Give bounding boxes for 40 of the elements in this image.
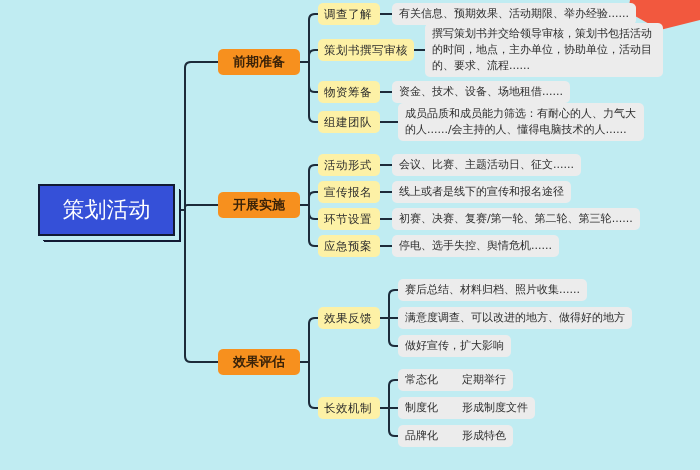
- detail-box: 制度化 形成制度文件: [398, 397, 536, 419]
- subtopic-box: 宣传报名: [318, 181, 380, 203]
- connector-line: [380, 317, 398, 347]
- subtopic-box: 物资筹备: [318, 81, 380, 103]
- subtopic-box: 组建团队: [318, 111, 380, 133]
- connector-line: [380, 13, 392, 15]
- subtopic-box: 效果反馈: [318, 307, 380, 329]
- detail-box: 会议、比赛、主题活动日、征文......: [392, 154, 581, 176]
- detail-box: 初赛、决赛、复赛/第一轮、第二轮、第三轮......: [392, 208, 640, 230]
- subtopic-box: 环节设置: [318, 208, 380, 230]
- detail-box: 有关信息、预期效果、活动期限、举办经验......: [392, 3, 636, 25]
- connector-line: [380, 191, 392, 193]
- branch-box: 开展实施: [218, 192, 300, 218]
- subtopic-box: 活动形式: [318, 154, 380, 176]
- connector-line: [380, 121, 398, 123]
- detail-box: 做好宣传，扩大影响: [398, 335, 511, 357]
- detail-box: 赛后总结、材料归档、照片收集......: [398, 279, 587, 301]
- detail-box: 资金、技术、设备、场地租借......: [392, 81, 570, 103]
- connector-line: [380, 91, 392, 93]
- detail-box: 满意度调查、可以改进的地方、做得好的地方: [398, 307, 632, 329]
- connector-line: [380, 245, 392, 247]
- detail-box: 成员品质和成员能力筛选：有耐心的人、力气大的人....../会主持的人、懂得电脑技术的人......: [398, 103, 644, 141]
- subtopic-box: 应急预案: [318, 235, 380, 257]
- connector-line: [414, 49, 425, 51]
- detail-box: 线上或者是线下的宣传和报名途径: [392, 181, 571, 203]
- connector-line: [380, 164, 392, 166]
- connector-line: [380, 407, 398, 437]
- detail-box: 品牌化 形成特色: [398, 425, 514, 447]
- subtopic-box: 调查了解: [318, 3, 380, 25]
- detail-box: 常态化 定期举行: [398, 369, 514, 391]
- connector-line: [380, 218, 392, 220]
- branch-box: 效果评估: [218, 349, 300, 375]
- connector-line: [300, 204, 318, 247]
- connector-line: [300, 361, 318, 409]
- branch-box: 前期准备: [218, 49, 300, 75]
- subtopic-box: 策划书撰写审核: [318, 39, 414, 61]
- detail-box: 撰写策划书并交给领导审核，策划书包括活动的时间，地点，主办单位，协助单位，活动目的、要求、流程......: [425, 23, 663, 77]
- subtopic-box: 长效机制: [318, 397, 380, 419]
- connector-line: [300, 61, 318, 123]
- detail-box: 停电、选手失控、舆情危机......: [392, 235, 559, 257]
